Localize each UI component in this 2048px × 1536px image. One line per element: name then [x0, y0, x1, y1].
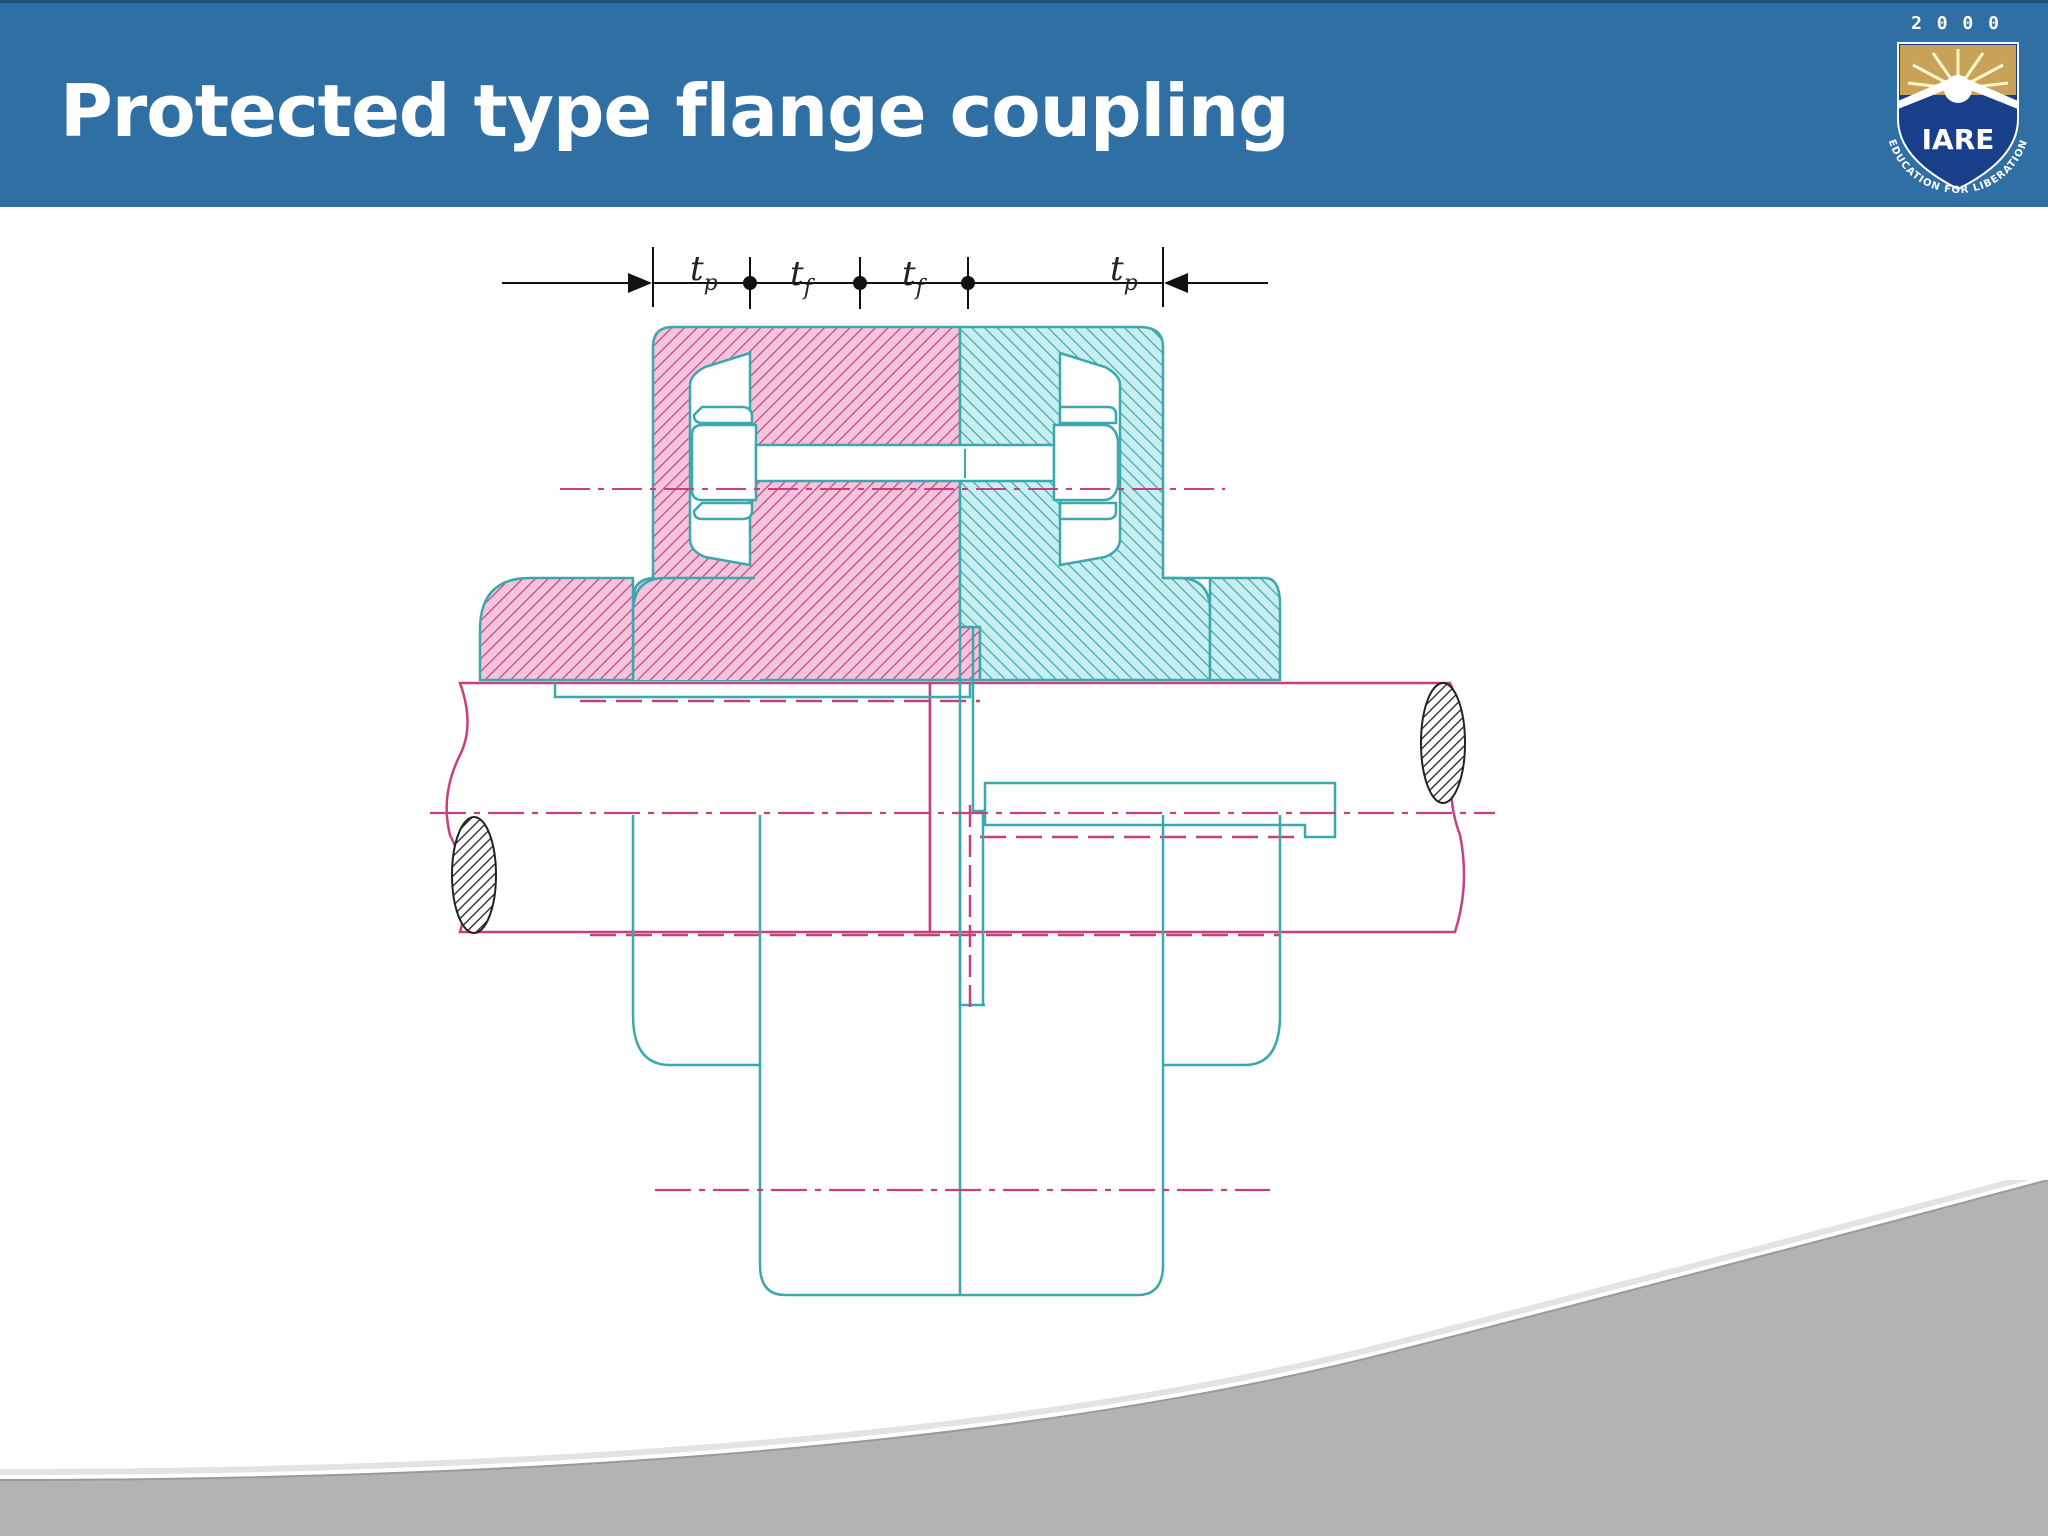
dimension-line: [502, 247, 1268, 309]
header-bar: Protected type flange coupling 2 0 0 0 I…: [0, 0, 2048, 207]
left-hub: [478, 576, 635, 682]
dim-label-tf-left: tf: [790, 254, 816, 301]
page-title: Protected type flange coupling: [60, 69, 1290, 153]
shaft: [445, 681, 932, 934]
dimension-dots: [743, 276, 975, 290]
shaft-section-right: [1420, 682, 1466, 804]
key: [983, 781, 1337, 839]
flange-coupling-diagram: tp tf tf tp: [430, 247, 1495, 1297]
lower-flange-outline: [631, 815, 1282, 1297]
shaft-section-left: [451, 816, 497, 934]
logo-name: IARE: [1922, 123, 1995, 156]
right-hub: [1163, 576, 1282, 682]
dim-label-tf-right: tf: [902, 254, 928, 301]
dim-label-tp-left: tp: [690, 249, 718, 296]
bolt: [690, 405, 1120, 521]
iare-logo: 2 0 0 0 IARE EDUCATION FOR LIBERATION: [1886, 13, 2029, 196]
logo-year: 2 0 0 0: [1911, 13, 2001, 34]
dim-label-tp-right: tp: [1110, 249, 1138, 296]
footer-swoosh: [0, 1180, 2048, 1536]
